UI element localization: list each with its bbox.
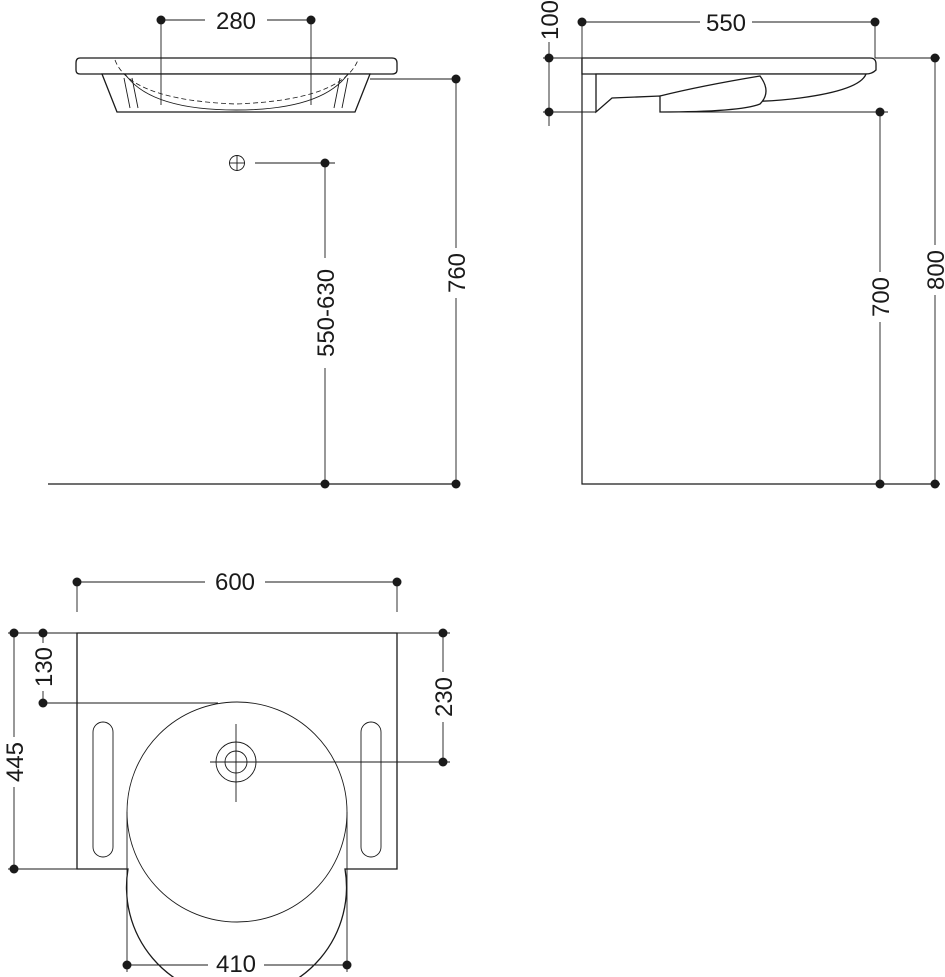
waste-outlet-symbol xyxy=(229,155,245,171)
grip-slot-right xyxy=(360,721,382,858)
basin-side-bowl xyxy=(659,75,767,113)
dim-130: 130 xyxy=(31,647,58,687)
dim-100: 100 xyxy=(537,0,564,40)
side-view: 550 100 800 700 xyxy=(536,0,945,489)
dim-280: 280 xyxy=(216,8,256,35)
wall-outline xyxy=(581,58,940,485)
dim-550: 550 xyxy=(706,10,746,37)
dim-410: 410 xyxy=(216,951,256,977)
basin-front-bowl-outline xyxy=(124,73,349,111)
basin-front-body xyxy=(101,73,371,113)
grip-slot-left xyxy=(92,721,114,858)
dim-760: 760 xyxy=(444,253,471,293)
dim-800: 800 xyxy=(923,250,945,290)
basin-top-outline xyxy=(76,632,398,977)
basin-front-rim xyxy=(75,57,398,75)
front-view: 280 550-630 760 xyxy=(48,8,471,489)
dim-230: 230 xyxy=(431,677,458,717)
drain-symbol xyxy=(210,724,262,802)
dim-550-630: 550-630 xyxy=(313,269,340,357)
top-view: 600 445 130 230 410 xyxy=(1,569,458,977)
basin-side-slab xyxy=(581,57,877,75)
dim-600: 600 xyxy=(215,569,255,596)
dim-700: 700 xyxy=(868,277,895,317)
dim-445: 445 xyxy=(2,742,29,782)
